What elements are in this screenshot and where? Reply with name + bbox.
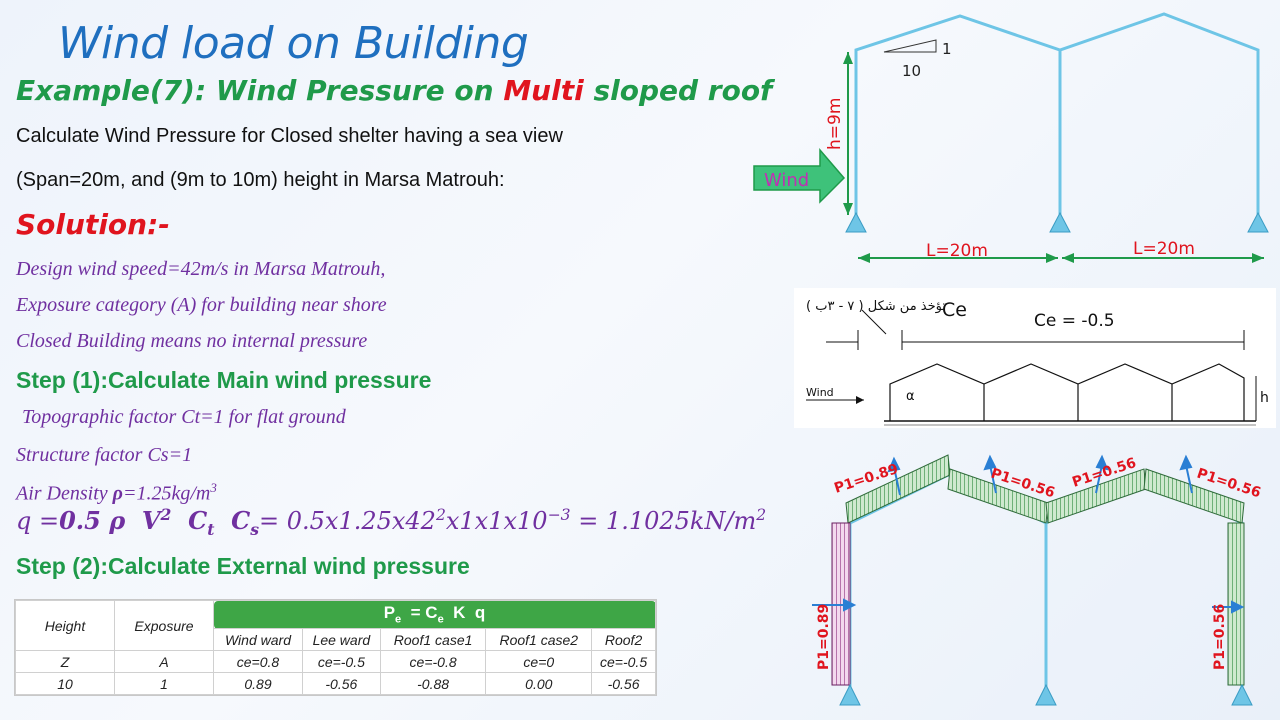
equation-rhs: 0.5x1.25x42 (286, 507, 436, 535)
support-icon (839, 683, 861, 706)
frame-lines (854, 12, 1260, 215)
example-prefix: Example(7): Wind Pressure on (16, 74, 504, 107)
example-highlight: Multi (503, 74, 584, 107)
solution-heading: Solution:- (16, 208, 170, 241)
table-cell: -0.56 (301, 672, 381, 695)
load-label-windward: P1=0.89 (816, 604, 832, 670)
support-icon (845, 211, 867, 233)
wind-label: Wind (764, 170, 809, 191)
col-height-header: Height (15, 600, 115, 651)
step-2-heading: Step (2):Calculate External wind pressur… (16, 553, 470, 579)
slope-rise: 1 (942, 40, 952, 58)
wind-arrow-icon (753, 147, 846, 204)
ce-value: Ce = -0.5 (1034, 311, 1115, 331)
table-cell: -0.56 (591, 672, 656, 695)
sub-roof1-case2: Roof1 case2 (485, 628, 593, 651)
sub-roof1-case1: Roof1 case1 (379, 628, 487, 651)
table-cell: ce=0 (485, 650, 593, 673)
topographic-factor: Topographic factor Ct=1 for flat ground (22, 406, 346, 428)
span-1-label: L=20m (926, 241, 988, 261)
equation-rhs2: x1x1x10 (445, 507, 548, 535)
table-cell: ce=-0.8 (379, 650, 487, 673)
page-title: Wind load on Building (58, 18, 529, 69)
code-figure: ( ٧ - ٣ب ) تؤخذ من شكل Ce Ce = -0.5 Wind… (794, 288, 1276, 428)
structure-factor: Structure factor Cs=1 (16, 444, 193, 466)
code-wind-label: Wind (806, 386, 834, 399)
table-cell: ce=0.8 (213, 650, 303, 673)
table-cell: A (114, 650, 214, 673)
equation-result: = 1.1025kN/m (570, 507, 757, 535)
table-cell: 0.89 (213, 672, 303, 695)
table-cell: ce=-0.5 (301, 650, 381, 673)
sub-roof2: Roof2 (591, 628, 656, 651)
sub-lee-ward: Lee ward (301, 628, 381, 651)
load-diagram: P1=0.89 P1=0.56 P1=0.56 P1=0.56 P1=0.89 … (812, 454, 1263, 706)
support-icon (1035, 683, 1057, 706)
problem-line-1: Calculate Wind Pressure for Closed shelt… (16, 125, 563, 147)
height-label: h=9m (825, 98, 845, 150)
formula-banner: Pe = Ce K q (213, 600, 656, 629)
example-suffix: sloped roof (583, 74, 773, 107)
pressure-equation: q =0.5 ρ V2 Ct Cs= 0.5x1.25x422x1x1x10−3… (16, 505, 767, 539)
support-icon (1247, 211, 1269, 233)
alpha-label: α (906, 389, 915, 404)
sub-wind-ward: Wind ward (213, 628, 303, 651)
note-exposure: Exposure category (A) for building near … (16, 294, 387, 316)
step-1-heading: Step (1):Calculate Main wind pressure (16, 367, 432, 393)
roof-load-2 (947, 468, 1049, 524)
frame-diagram: 10 1 h=9m Wind L=20m L=20m (753, 12, 1269, 263)
problem-line-2: (Span=20m, and (9m to 10m) height in Mar… (16, 169, 505, 191)
table-cell: Z (15, 650, 115, 673)
load-label-leeward: P1=0.56 (1212, 604, 1228, 670)
slope-run: 10 (902, 62, 921, 80)
note-wind-speed: Design wind speed=42m/s in Marsa Matrouh… (16, 258, 386, 280)
code-h-label: h (1260, 390, 1269, 406)
air-density-value: =1.25kg/m (122, 482, 211, 505)
support-icon (1049, 211, 1071, 233)
air-density-label: Air Density (16, 482, 113, 505)
arabic-reference: ( ٧ - ٣ب ) تؤخذ من شكل (806, 299, 946, 314)
ce-symbol: Ce (942, 299, 967, 321)
span-2-label: L=20m (1133, 239, 1195, 259)
air-density: Air Density ρ=1.25kg/m3 (16, 480, 217, 505)
table-cell: ce=-0.5 (591, 650, 656, 673)
table-cell: 10 (15, 672, 115, 695)
table-cell: -0.88 (379, 672, 487, 695)
pressure-table: Height Exposure Pe = Ce K q Wind ward Le… (14, 599, 657, 696)
table-cell: 0.00 (485, 672, 593, 695)
slope-triangle (883, 39, 937, 53)
note-internal-pressure: Closed Building means no internal pressu… (16, 330, 368, 352)
support-icon (1231, 683, 1253, 706)
table-cell: 1 (114, 672, 214, 695)
example-heading: Example(7): Wind Pressure on Multi slope… (16, 74, 772, 107)
col-exposure-header: Exposure (114, 600, 214, 651)
